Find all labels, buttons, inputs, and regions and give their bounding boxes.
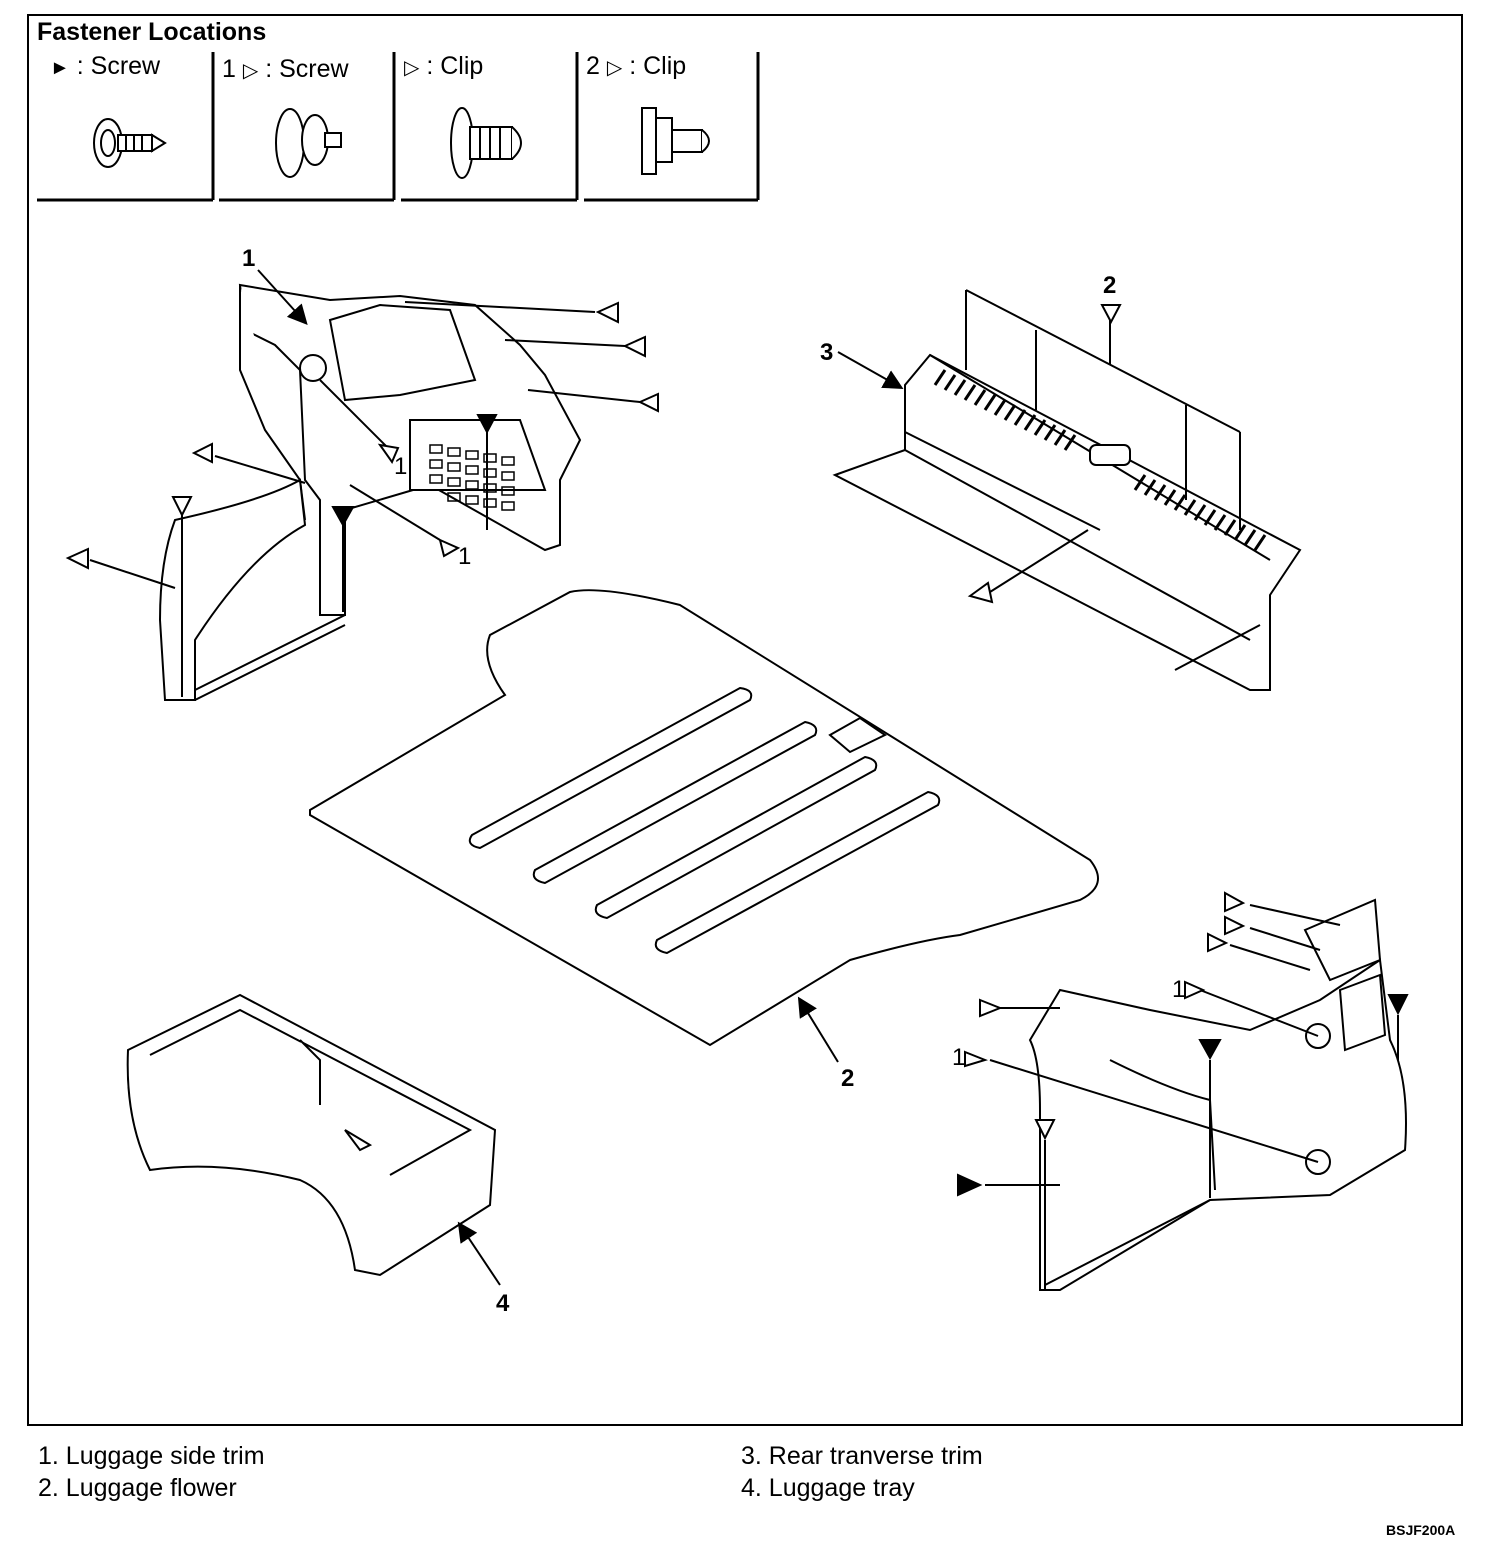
fastener-type-clip: ▷ : Clip — [404, 52, 484, 80]
fastener-legend-box — [37, 52, 760, 202]
clip-1-label-b: 1 — [458, 543, 471, 570]
luggage-floor — [309, 589, 1099, 1047]
callout-3: 3 — [820, 339, 833, 366]
fastener-type-clip-2: 2 ▷ : Clip — [586, 52, 687, 80]
fastener-type-screw: ► : Screw — [50, 52, 161, 80]
screw-button-icon — [275, 108, 342, 178]
document-code: BSJF200A — [1386, 1522, 1456, 1538]
callout-4: 4 — [496, 1290, 510, 1317]
fastener-locations-title: Fastener Locations — [37, 18, 267, 46]
diagram-frame — [27, 14, 1463, 1426]
clip-1-label-c: 1 — [1172, 976, 1185, 1003]
clip-marker-icons — [65, 301, 1246, 1141]
vent-grille-left — [429, 444, 515, 511]
luggage-side-trim-right — [1028, 898, 1407, 1291]
rear-transverse-trim — [832, 353, 1302, 691]
callout-1-left: 1 — [242, 245, 255, 272]
rear-trim-clip-lines — [965, 289, 1241, 530]
legend-item-1: 1. Luggage side trim — [38, 1442, 265, 1470]
part-callout-leaders — [257, 269, 904, 1286]
clip-1-label-a: 1 — [394, 453, 407, 480]
panel-clip-icon — [641, 107, 710, 175]
screw-marker-icons — [331, 414, 1409, 1197]
clip-1-label-d: 1 — [952, 1044, 965, 1071]
fastener-type-screw-1: 1 ▷ : Screw — [222, 55, 349, 83]
legend-item-3: 3. Rear tranverse trim — [741, 1442, 983, 1470]
fastener-leaders — [89, 301, 1399, 1290]
screw-icon — [93, 118, 167, 168]
legend-item-2: 2. Luggage flower — [38, 1474, 237, 1502]
rear-trim-ribs — [933, 369, 1267, 551]
callout-2-clip: 2 — [1103, 272, 1116, 299]
luggage-tray — [126, 993, 497, 1277]
clip-icon — [450, 107, 522, 179]
callout-2-floor: 2 — [841, 1065, 854, 1092]
legend-item-4: 4. Luggage tray — [741, 1474, 915, 1502]
